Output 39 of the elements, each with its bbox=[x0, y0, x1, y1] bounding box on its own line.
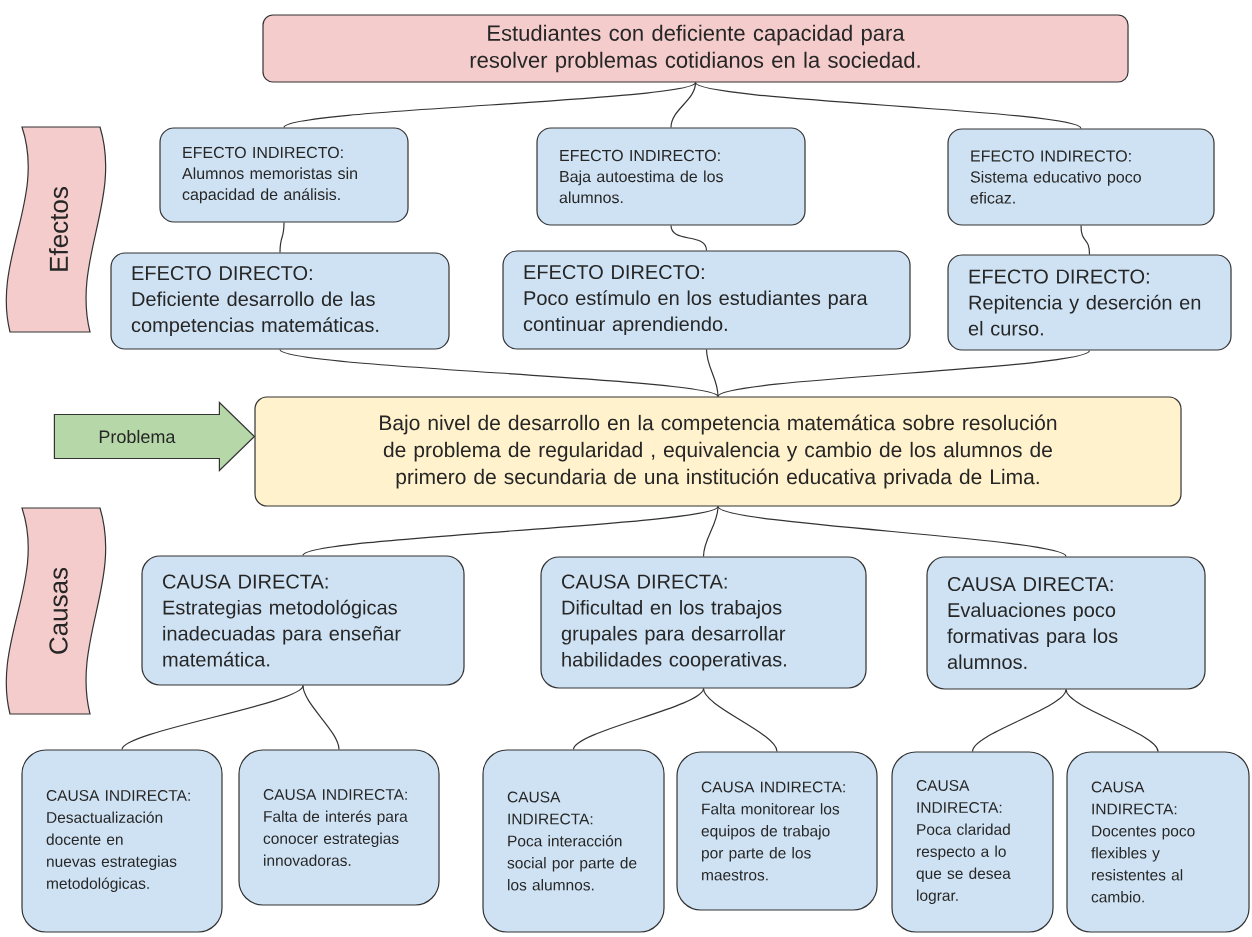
connector-line bbox=[1065, 689, 1159, 752]
section-banner: Efectos bbox=[5, 126, 107, 333]
cause-box: CAUSA DIRECTA: Estrategias metodológicas inadecuadas para enseñar matemática. bbox=[141, 555, 465, 686]
effect-box: EFECTO DIRECTO: Poco estímulo en los estudiantes para continuar aprendiendo. bbox=[502, 250, 911, 350]
connector-line bbox=[302, 685, 340, 750]
cause-box: CAUSA DIRECTA: Evaluaciones poco formativas para los alumnos. bbox=[926, 556, 1206, 690]
connector-line bbox=[702, 688, 778, 752]
connector-line bbox=[670, 225, 708, 251]
effect-box: EFECTO INDIRECTO: Sistema educativo poco eficaz. bbox=[947, 128, 1215, 226]
connector-line bbox=[283, 82, 697, 128]
connector-line bbox=[717, 350, 1091, 397]
cause-box: CAUSA INDIRECTA: Falta de interés para conocer estrategias innovadoras. bbox=[238, 749, 440, 906]
cause-box: CAUSA INDIRECTA: Falta monitorear los equipos de trabajo por parte de los maestros. bbox=[676, 751, 878, 911]
cause-box: CAUSA INDIRECTA: Poca interacción social por parte de los alumnos. bbox=[482, 749, 665, 933]
cause-box: CAUSA INDIRECTA: Desactualización docente en nuevas estrategias metodológicas. bbox=[21, 749, 223, 933]
connector-line bbox=[702, 506, 719, 557]
effect-box: EFECTO DIRECTO: Deficiente desarrollo de las competencias matemáticas. bbox=[110, 252, 450, 350]
section-banner: Causas bbox=[5, 507, 107, 715]
connector-line bbox=[694, 82, 1082, 129]
connector-line bbox=[572, 688, 705, 750]
cause-box: CAUSA DIRECTA: Dificultad en los trabajos grupales para desarrollar habilidades cooperativas. bbox=[540, 556, 867, 689]
connector-line bbox=[670, 82, 697, 128]
connector-line bbox=[302, 506, 719, 556]
effect-box: EFECTO INDIRECTO: Baja autoestima de los alumnos. bbox=[536, 127, 806, 226]
problem-box: Bajo nivel de desarrollo en la competencia matemática sobre resolución de problema de regularidad , equivalencia y cambio de los alumnos de primero de secundaria de una institución educativa privada de Lima. bbox=[254, 396, 1182, 507]
block-arrow bbox=[53, 401, 256, 472]
connector-line bbox=[971, 689, 1067, 752]
connector-line bbox=[279, 222, 285, 253]
connector-line bbox=[705, 349, 719, 397]
connector-line bbox=[279, 349, 719, 397]
connector-line bbox=[121, 685, 304, 750]
cause-box: CAUSA INDIRECTA: Docentes poco flexibles y resistentes al cambio. bbox=[1066, 751, 1250, 933]
connector-line bbox=[1080, 225, 1091, 255]
effect-box: Estudiantes con deficiente capacidad para resolver problemas cotidianos en la sociedad. bbox=[262, 14, 1129, 83]
effect-box: EFECTO INDIRECTO: Alumnos memoristas sin capacidad de análisis. bbox=[159, 127, 409, 223]
connector-line bbox=[717, 506, 1067, 557]
effect-box: EFECTO DIRECTO: Repitencia y deserción en el curso. bbox=[947, 254, 1232, 351]
cause-box: CAUSA INDIRECTA: Poca claridad respecto a lo que se desea lograr. bbox=[891, 751, 1054, 933]
edge-label: Problema bbox=[99, 429, 176, 444]
